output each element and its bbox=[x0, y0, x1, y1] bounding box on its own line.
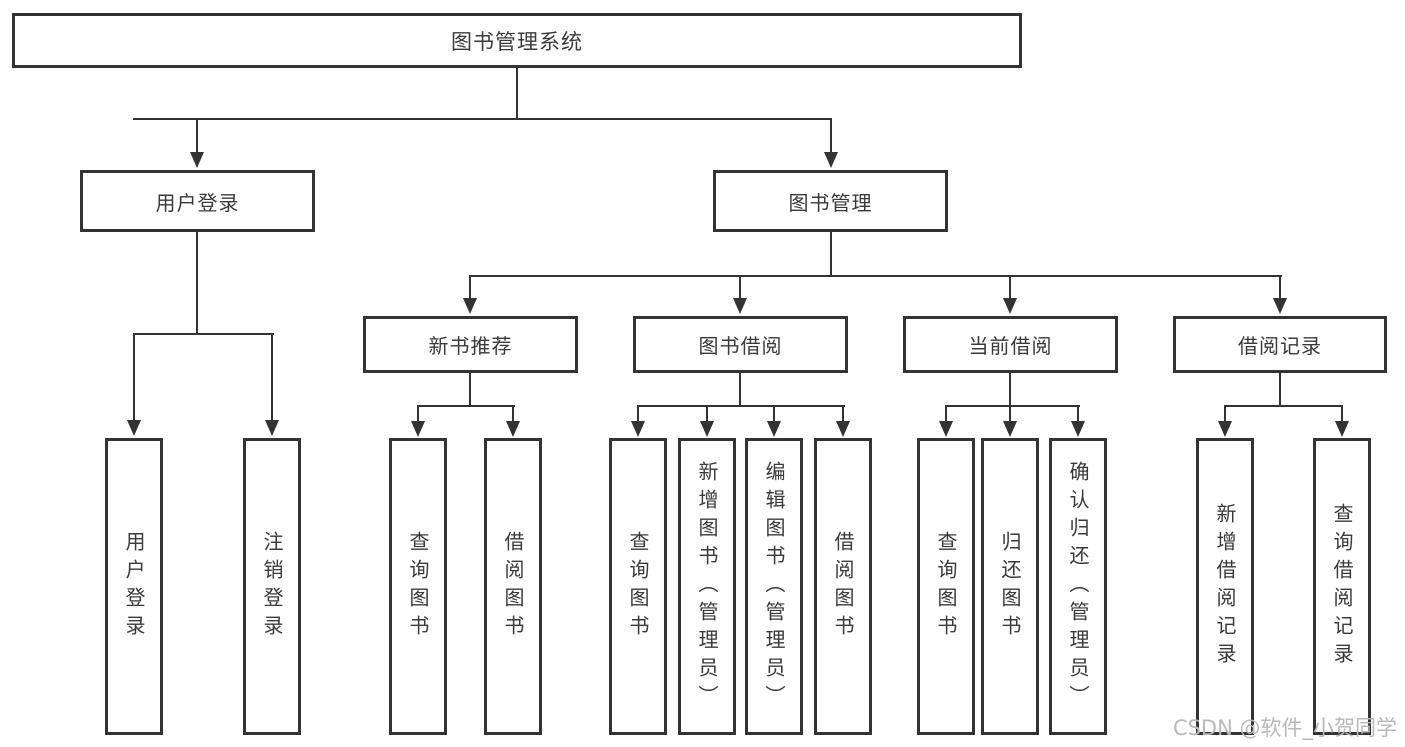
leaf-query-borrow-record: 查询借阅记录 bbox=[1313, 438, 1371, 735]
connector-g2-hline bbox=[417, 405, 515, 407]
node-label: 图书借阅 bbox=[698, 334, 783, 358]
node-label: 图书管理系统 bbox=[451, 29, 583, 54]
node-new-book-recommend: 新书推荐 bbox=[363, 316, 578, 373]
connector-root-hline bbox=[133, 118, 832, 120]
node-label: 图书管理 bbox=[788, 190, 873, 215]
connector-stem-l3-4 bbox=[1279, 275, 1281, 299]
connector-stem-g4-3 bbox=[1077, 405, 1079, 422]
connector-stem-g1-1 bbox=[133, 333, 135, 422]
arrowhead-g2-2 bbox=[506, 421, 520, 437]
node-user-login: 用户登录 bbox=[80, 170, 315, 232]
arrowhead-g3-3 bbox=[767, 421, 781, 437]
node-label: 归还图书 bbox=[998, 530, 1022, 643]
leaf-edit-books-admin: 编辑图书（管理员） bbox=[745, 438, 803, 735]
connector-stem-l3-3 bbox=[1009, 275, 1011, 299]
connector-g3-stem bbox=[739, 373, 741, 407]
leaf-add-books-admin: 新增图书（管理员） bbox=[678, 438, 736, 735]
connector-root-stem bbox=[516, 66, 518, 120]
connector-stem-g3-1 bbox=[637, 405, 639, 422]
leaf-user-login: 用户登录 bbox=[105, 438, 163, 735]
node-label: 借阅图书 bbox=[501, 530, 525, 643]
arrowhead-g4-2 bbox=[1003, 421, 1017, 437]
leaf-add-borrow-record: 新增借阅记录 bbox=[1196, 438, 1254, 735]
connector-g2-stem bbox=[469, 373, 471, 407]
arrowhead-g5-1 bbox=[1218, 421, 1232, 437]
connector-stem-g5-2 bbox=[1341, 405, 1343, 422]
connector-stem-g2-1 bbox=[417, 405, 419, 422]
node-label: 查询借阅记录 bbox=[1330, 502, 1354, 671]
arrowhead-l3-1 bbox=[463, 298, 477, 314]
node-label: 借阅图书 bbox=[831, 530, 855, 643]
connector-g5-hline bbox=[1224, 405, 1343, 407]
connector-stem-l3-1 bbox=[469, 275, 471, 299]
arrowhead-g3-2 bbox=[700, 421, 714, 437]
connector-stem-l3-2 bbox=[739, 275, 741, 299]
leaf-query-books-borrowing: 查询图书 bbox=[609, 438, 667, 735]
node-label: 编辑图书（管理员） bbox=[762, 460, 786, 713]
arrowhead-g4-3 bbox=[1071, 421, 1085, 437]
connector-g5-stem bbox=[1279, 373, 1281, 407]
connector-stem-g4-2 bbox=[1009, 405, 1011, 422]
arrowhead-g1-2 bbox=[265, 420, 279, 436]
node-current-borrowing: 当前借阅 bbox=[903, 316, 1118, 373]
connector-g4-hline bbox=[945, 405, 1080, 407]
connector-bookmgmt-stem bbox=[830, 232, 832, 277]
node-label: 查询图书 bbox=[626, 530, 650, 643]
connector-g4-stem bbox=[1009, 373, 1011, 407]
connector-stem-g3-3 bbox=[773, 405, 775, 422]
connector-stem-g2-2 bbox=[512, 405, 514, 422]
connector-stem-g5-1 bbox=[1224, 405, 1226, 422]
node-book-management: 图书管理 bbox=[713, 170, 948, 232]
node-label: 用户登录 bbox=[122, 530, 146, 643]
arrowhead-g3-1 bbox=[631, 421, 645, 437]
node-label: 查询图书 bbox=[934, 530, 958, 643]
connector-stem-g3-2 bbox=[706, 405, 708, 422]
leaf-query-books-recommend: 查询图书 bbox=[389, 438, 447, 735]
node-label: 注销登录 bbox=[260, 530, 284, 643]
node-library-management-system: 图书管理系统 bbox=[12, 13, 1022, 68]
arrowhead-g1-1 bbox=[127, 420, 141, 436]
leaf-confirm-return-admin: 确认归还（管理员） bbox=[1049, 438, 1107, 735]
node-label: 新增图书（管理员） bbox=[695, 460, 719, 713]
connector-stem-g4-1 bbox=[945, 405, 947, 422]
connector-userlogin-stem bbox=[196, 232, 198, 335]
node-label: 确认归还（管理员） bbox=[1066, 460, 1090, 713]
connector-stem-g1-2 bbox=[271, 333, 273, 422]
connector-userlogin-hline bbox=[133, 333, 274, 335]
node-book-borrowing: 图书借阅 bbox=[633, 316, 848, 373]
arrowhead-l3-2 bbox=[733, 298, 747, 314]
leaf-return-books: 归还图书 bbox=[981, 438, 1039, 735]
leaf-borrow-books-recommend: 借阅图书 bbox=[484, 438, 542, 735]
arrowhead-l3-4 bbox=[1273, 298, 1287, 314]
node-label: 查询图书 bbox=[406, 530, 430, 643]
node-label: 借阅记录 bbox=[1238, 334, 1322, 358]
connector-bookmgmt-hline bbox=[469, 275, 1282, 277]
node-label: 当前借阅 bbox=[968, 334, 1053, 358]
arrowhead-user-login bbox=[190, 152, 204, 168]
arrowhead-l3-3 bbox=[1003, 298, 1017, 314]
arrowhead-g2-1 bbox=[411, 421, 425, 437]
connector-stem-g3-4 bbox=[842, 405, 844, 422]
watermark: CSDN @软件_小贺同学 bbox=[1172, 716, 1397, 740]
leaf-logout: 注销登录 bbox=[243, 438, 301, 735]
connector-g3-hline bbox=[637, 405, 845, 407]
node-borrowing-records: 借阅记录 bbox=[1173, 316, 1387, 373]
arrowhead-book-mgmt bbox=[824, 152, 838, 168]
arrowhead-g3-4 bbox=[836, 421, 850, 437]
connector-stem-book-mgmt bbox=[830, 118, 832, 154]
leaf-borrow-books: 借阅图书 bbox=[814, 438, 872, 735]
arrowhead-g4-1 bbox=[939, 421, 953, 437]
node-label: 新书推荐 bbox=[428, 334, 513, 358]
leaf-query-books-current: 查询图书 bbox=[917, 438, 975, 735]
node-label: 用户登录 bbox=[155, 190, 240, 215]
arrowhead-g5-2 bbox=[1335, 421, 1349, 437]
node-label: 新增借阅记录 bbox=[1213, 502, 1237, 671]
connector-stem-user-login bbox=[196, 118, 198, 154]
